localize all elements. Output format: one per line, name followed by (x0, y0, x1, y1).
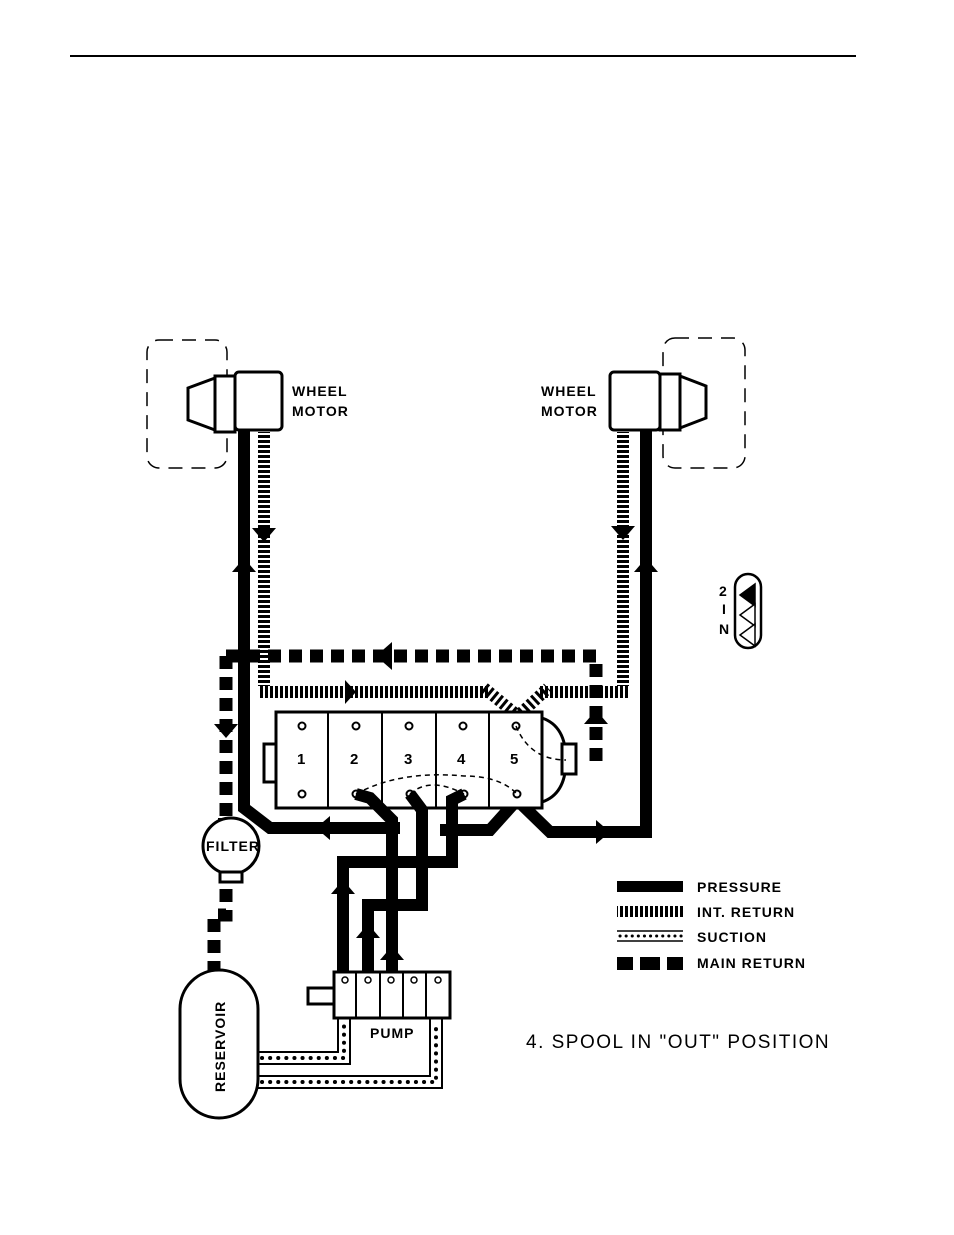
arrow-right-icon (345, 680, 356, 704)
figure-caption: 4. SPOOL IN "OUT" POSITION (526, 1032, 830, 1053)
legend-label-main-return: MAIN RETURN (697, 955, 806, 971)
arrow-up-icon (634, 558, 658, 572)
legend-swatch-int-return (617, 906, 683, 917)
legend: PRESSURE INT. RETURN SUCTION MAIN RETURN (617, 879, 806, 971)
arrow-left-icon (376, 642, 392, 670)
valve-section-1: 1 (297, 751, 305, 768)
valve-section-5: 5 (510, 751, 518, 768)
arrow-up-icon (380, 946, 404, 960)
arrow-left-icon (316, 816, 330, 840)
right-wheel-motor-label-1: WHEEL (541, 383, 597, 399)
left-wheel-motor-label-1: WHEEL (292, 383, 348, 399)
pump-shaft (308, 988, 334, 1004)
pump-pressure-lines (343, 794, 464, 975)
legend-label-pressure: PRESSURE (697, 879, 782, 895)
gear-position-1: I (722, 601, 727, 617)
legend-label-int-return: INT. RETURN (697, 904, 795, 920)
left-wheel-hub (188, 378, 215, 430)
right-motor-body (610, 372, 660, 430)
left-motor-body (235, 372, 282, 430)
pump: PUMP (308, 972, 450, 1041)
pump-label: PUMP (370, 1025, 414, 1041)
arrow-up-icon (232, 558, 256, 572)
legend-swatch-main-return (617, 957, 683, 970)
gear-position-indicator: 2 I N (719, 574, 761, 648)
valve-section-2: 2 (350, 751, 358, 768)
gear-position-2: 2 (719, 583, 728, 599)
int-return-lines (258, 432, 629, 716)
reservoir: RESERVOIR (180, 970, 258, 1118)
valve-section-3: 3 (404, 751, 412, 768)
filter-label: FILTER (206, 838, 260, 854)
arrow-down-icon (611, 526, 635, 540)
gear-position-n: N (719, 621, 730, 637)
arrow-down-icon (214, 724, 238, 738)
reservoir-label: RESERVOIR (212, 1001, 228, 1092)
arrow-right-icon (596, 820, 610, 844)
control-valve: 1 2 3 4 5 (264, 712, 576, 808)
filter: FILTER (203, 818, 260, 882)
legend-swatch-suction (617, 931, 683, 941)
valve-section-4: 4 (457, 751, 466, 768)
arrow-down-icon (252, 528, 276, 542)
arrow-up-icon (584, 710, 608, 724)
right-wheel-motor-label-2: MOTOR (541, 403, 598, 419)
legend-label-suction: SUCTION (697, 929, 767, 945)
legend-swatch-pressure (617, 881, 683, 892)
arrow-up-icon (331, 880, 355, 894)
right-wheel-hub (680, 376, 706, 428)
arrow-up-icon (356, 924, 380, 938)
left-wheel-motor-label-2: MOTOR (292, 403, 349, 419)
